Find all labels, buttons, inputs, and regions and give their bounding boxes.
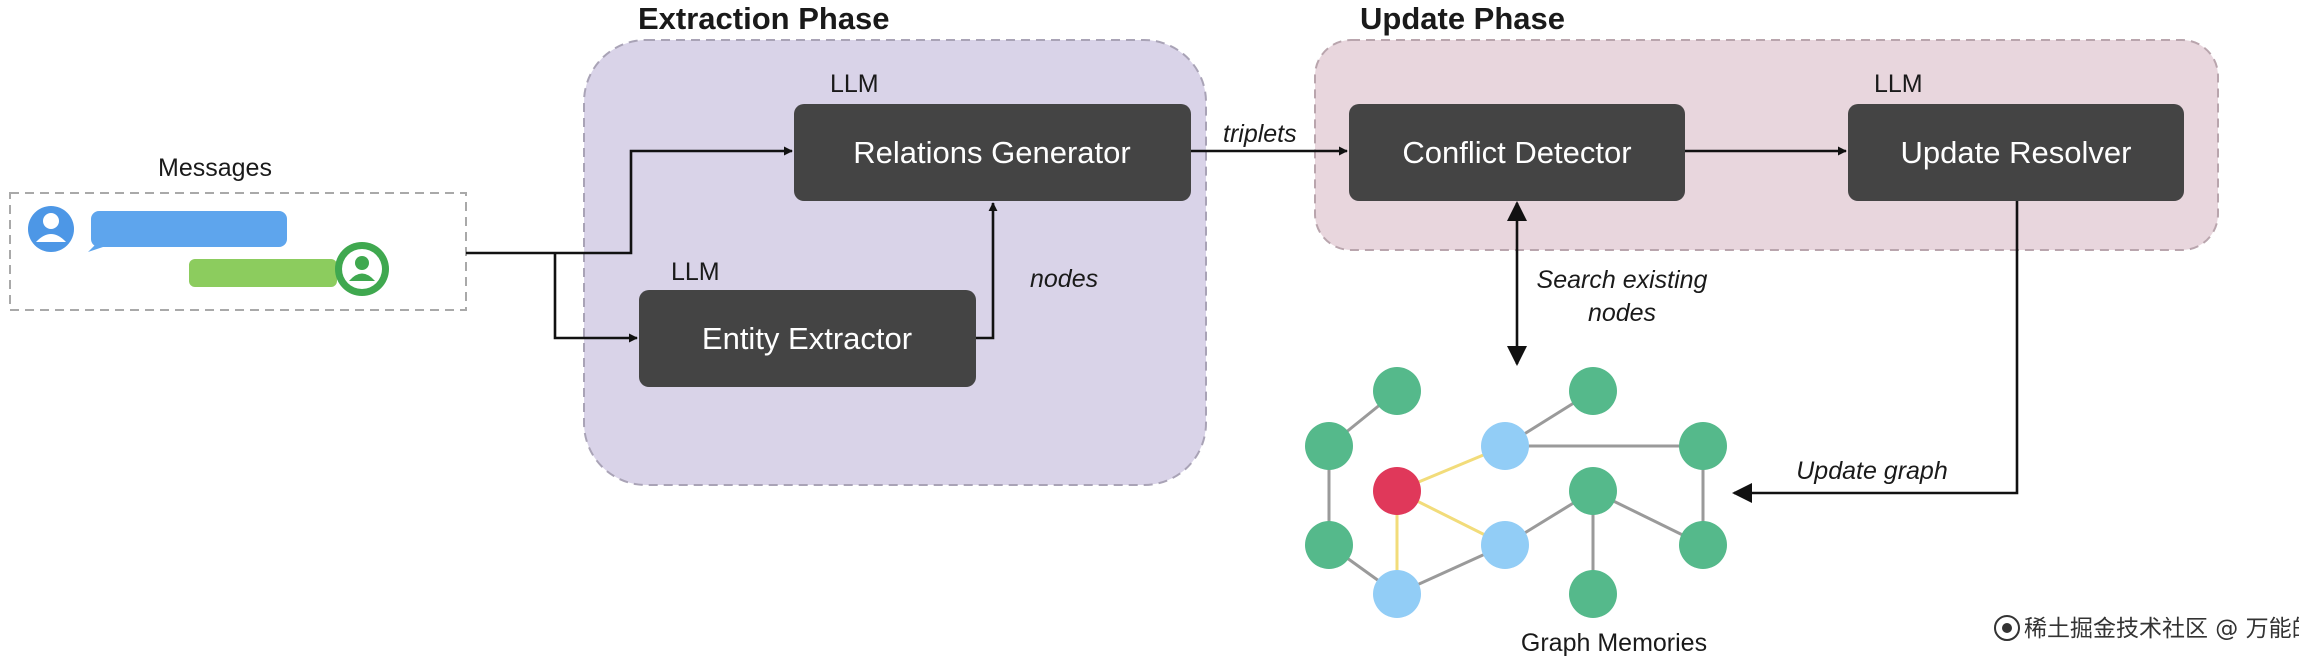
graph-node bbox=[1305, 521, 1353, 569]
watermark: 稀土掘金技术社区 @ 万能的喵 bbox=[1994, 615, 2299, 642]
user-message-bubble bbox=[88, 211, 287, 252]
conflict-detector-box bbox=[1349, 104, 1685, 201]
update-resolver-label: Update Resolver bbox=[1901, 135, 2132, 170]
entity-llm-tag: LLM bbox=[671, 258, 720, 286]
messages-to-entity-arrow bbox=[553, 253, 638, 343]
graph-memories bbox=[1305, 367, 1727, 618]
graph-node bbox=[1679, 422, 1727, 470]
graph-node bbox=[1481, 521, 1529, 569]
entity-to-relations-arrow bbox=[976, 202, 998, 340]
update-graph-edge-label: Update graph bbox=[1796, 457, 1948, 485]
relations-llm-tag: LLM bbox=[830, 70, 879, 98]
graph-node bbox=[1481, 422, 1529, 470]
messages-to-relations-arrow bbox=[466, 146, 793, 255]
watermark-text: 稀土掘金技术社区 @ 万能的喵 bbox=[2024, 616, 2299, 642]
messages-panel bbox=[9, 192, 467, 311]
graph-node-highlight bbox=[1373, 467, 1421, 515]
graph-node bbox=[1569, 467, 1617, 515]
graph-node bbox=[1373, 367, 1421, 415]
entity-extractor-label: Entity Extractor bbox=[702, 321, 912, 356]
assistant-message-bubble bbox=[189, 259, 337, 287]
messages-label: Messages bbox=[158, 154, 272, 182]
update-graph-arrow bbox=[1732, 201, 2019, 503]
relations-generator-label: Relations Generator bbox=[853, 135, 1130, 170]
search-label-line1: Search existing bbox=[1537, 266, 1708, 294]
graph-memories-label: Graph Memories bbox=[1521, 629, 1707, 657]
assistant-avatar-icon bbox=[335, 242, 389, 296]
graph-node bbox=[1305, 422, 1353, 470]
triplets-edge-label: triplets bbox=[1223, 120, 1297, 148]
nodes-edge-label: nodes bbox=[1030, 265, 1098, 293]
relations-generator-box bbox=[794, 104, 1191, 201]
search-label-line2: nodes bbox=[1588, 299, 1656, 327]
entity-extractor-box bbox=[639, 290, 976, 387]
resolver-llm-tag: LLM bbox=[1874, 70, 1923, 98]
extraction-phase-title: Extraction Phase bbox=[638, 1, 890, 36]
graph-node bbox=[1569, 367, 1617, 415]
graph-node bbox=[1373, 570, 1421, 618]
update-phase-title: Update Phase bbox=[1360, 1, 1565, 36]
conflict-detector-label: Conflict Detector bbox=[1402, 135, 1631, 170]
update-resolver-box bbox=[1848, 104, 2184, 201]
graph-node bbox=[1679, 521, 1727, 569]
user-avatar-icon bbox=[28, 206, 74, 252]
graph-node bbox=[1569, 570, 1617, 618]
watermark-icon bbox=[1994, 615, 2020, 641]
